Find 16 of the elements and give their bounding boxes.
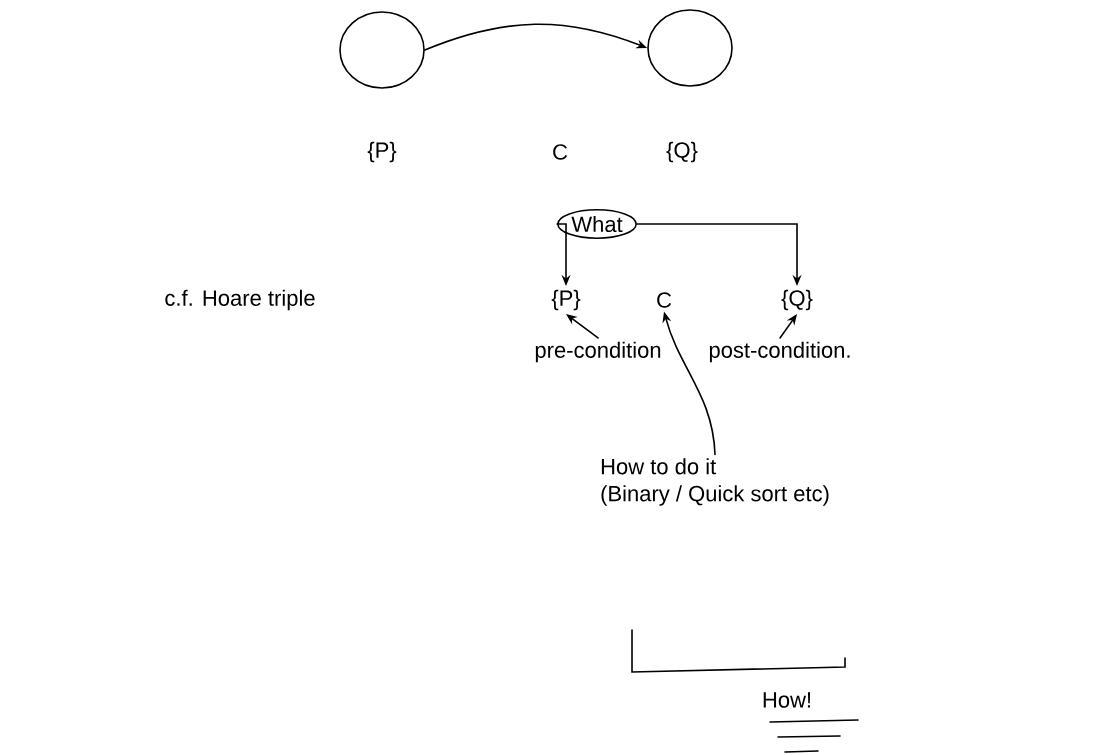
- note-text: How to do it (Binary / Quick sort etc): [601, 458, 829, 506]
- term-label: post-condition.: [709, 341, 850, 363]
- empty-circle: [339, 11, 425, 89]
- term-label: {P}: [551, 289, 581, 311]
- text-label: {Q}: [666, 141, 698, 163]
- circled-word: What: [557, 208, 637, 240]
- arrow: [779, 314, 797, 339]
- text-label: {P}: [367, 141, 397, 163]
- arrow: [566, 314, 599, 339]
- term-label: {Q}: [781, 289, 813, 311]
- term-label: C: [657, 292, 672, 308]
- term-label: pre-condition: [535, 341, 661, 363]
- text-label: How!: [763, 692, 811, 708]
- text-label: C: [553, 144, 568, 160]
- empty-circle: [647, 9, 733, 87]
- text-label: c.f. Hoare triple: [165, 289, 315, 311]
